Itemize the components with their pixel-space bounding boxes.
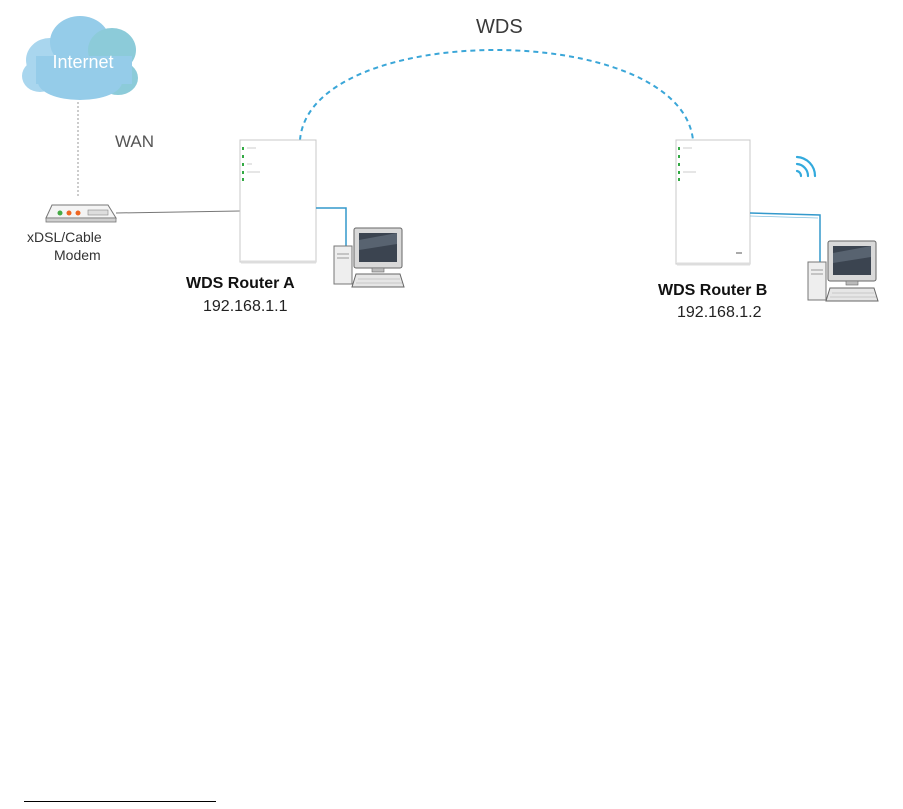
modem-icon: [46, 205, 116, 222]
wan-label: WAN: [115, 132, 154, 152]
wifi-signal-icon: [797, 157, 815, 176]
internet-label: Internet: [52, 52, 113, 72]
router-a-ip: 192.168.1.1: [203, 298, 288, 316]
router-b-name: WDS Router B: [658, 282, 767, 300]
modem-label-line2: Modem: [54, 247, 101, 263]
router-b-ip: 192.168.1.2: [677, 304, 762, 322]
wds-link-label: WDS: [476, 16, 523, 39]
wds-link: [300, 50, 693, 140]
router-a-name: WDS Router A: [186, 275, 295, 293]
modem-label-line1: xDSL/Cable: [27, 229, 102, 245]
modem-router-cable: [116, 211, 240, 213]
router-icon: [676, 140, 750, 264]
computer-icon: [334, 228, 404, 287]
computer-icon: [808, 241, 878, 301]
lan-cable-a: [316, 208, 346, 246]
router-icon: [240, 140, 316, 262]
footnote-divider: [24, 801, 216, 802]
lan-cable-b: [750, 213, 820, 262]
